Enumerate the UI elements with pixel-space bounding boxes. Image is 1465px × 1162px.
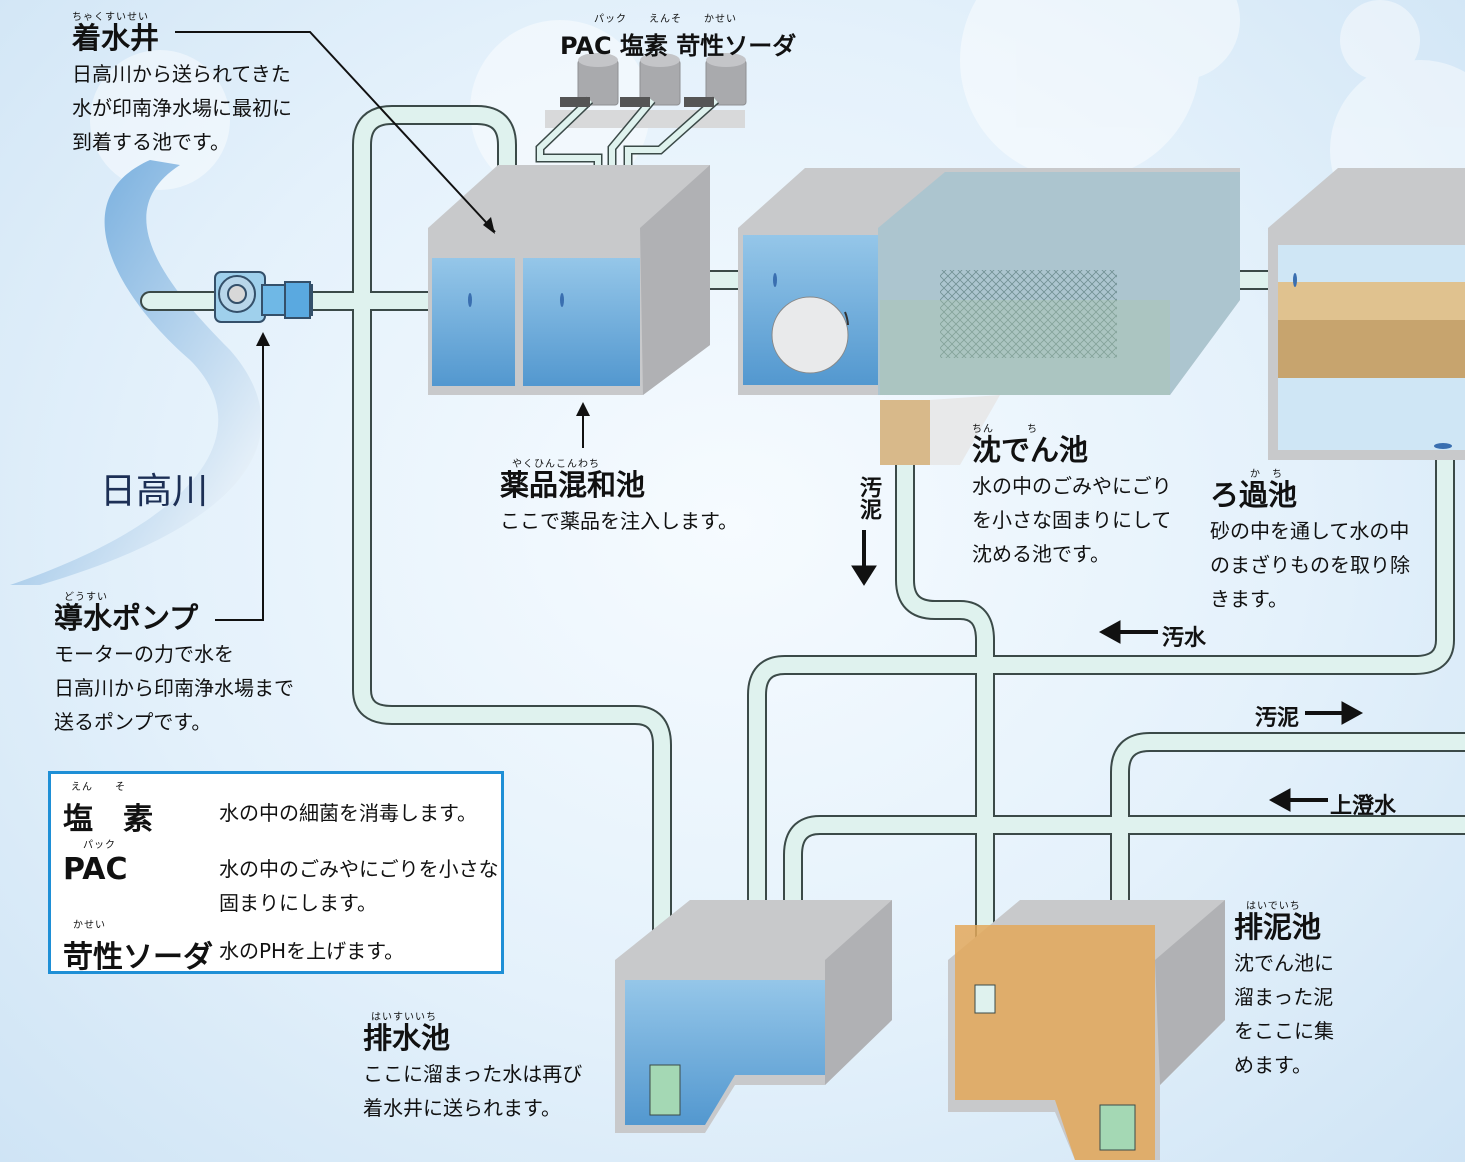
sedimentation-tank bbox=[738, 168, 1240, 465]
sedimentation-desc-line: 水の中のごみやにごり bbox=[972, 474, 1172, 498]
chakusuisei-title: 着水井 bbox=[72, 21, 160, 55]
legend-name: PAC bbox=[63, 852, 128, 887]
pump-title: 導水ポンプ bbox=[54, 601, 199, 635]
flow-supernatant: 上澄水 bbox=[1330, 794, 1397, 819]
legend-name: 苛性ソーダ bbox=[63, 940, 213, 975]
chakusuisei-desc-line: 到着する池です。 bbox=[72, 130, 230, 154]
sludge-desc-line: 溜まった泥 bbox=[1234, 985, 1334, 1009]
arrowheads bbox=[256, 217, 590, 416]
mixing-tank bbox=[428, 165, 710, 395]
legend-text: 水のPHを上げます。 bbox=[219, 939, 405, 963]
drainage-desc-line: ここに溜まった水は再び bbox=[363, 1062, 583, 1086]
mixing-desc-line: ここで薬品を注入します。 bbox=[500, 509, 738, 533]
filter-title: ろ過池 bbox=[1210, 478, 1298, 512]
label-chakusuisei: ちゃくすいせい 着水井 日高川から送られてきた 水が印南浄水場に最初に 到着する… bbox=[72, 8, 292, 159]
pump-desc-line: モーターの力で水を bbox=[54, 642, 234, 666]
legend-text: 水の中の細菌を消毒します。 bbox=[219, 801, 477, 825]
label-drainage: はいすいいち 排水池 ここに溜まった水は再び 着水井に送られます。 bbox=[363, 1008, 582, 1125]
sludge-tank bbox=[948, 900, 1225, 1160]
river bbox=[10, 160, 262, 585]
mixing-title: 薬品混和池 bbox=[500, 468, 646, 502]
label-filter: か ち ろ過池 砂の中を通して水の中 のまざりものを取り除 きます。 bbox=[1210, 465, 1410, 616]
legend-text: 水の中のごみやにごりを小さな固まりにします。 bbox=[219, 857, 499, 915]
flow-arrows bbox=[851, 530, 1364, 812]
chemicals-header-text: PAC 塩素 苛性ソーダ bbox=[560, 32, 797, 60]
filter-desc-line: きます。 bbox=[1210, 587, 1288, 611]
pump-desc-line: 送るポンプです。 bbox=[54, 710, 212, 734]
sludge-desc-line: をここに集 bbox=[1234, 1019, 1334, 1043]
drainage-tank bbox=[615, 900, 892, 1133]
sludge-title: 排泥池 bbox=[1234, 910, 1322, 944]
label-sludge: はいでいち 排泥池 沈でん池に 溜まった泥 をここに集 めます。 bbox=[1234, 897, 1334, 1082]
intake-pump bbox=[214, 271, 313, 323]
label-mixing: やくひんこんわち 薬品混和池 ここで薬品を注入します。 bbox=[500, 455, 738, 538]
sedimentation-desc-line: を小さな固まりにして bbox=[972, 508, 1172, 532]
flow-waste-water: 汚水 bbox=[1162, 626, 1207, 651]
filter-desc-line: 砂の中を通して水の中 bbox=[1210, 519, 1410, 543]
filter-desc-line: のまざりものを取り除 bbox=[1210, 553, 1410, 577]
filter-tank bbox=[1268, 168, 1465, 460]
chemical-legend: えん そ 塩 素 水の中の細菌を消毒します。 パック PAC 水の中のごみやにご… bbox=[48, 771, 504, 975]
chemicals-header: パック えんそ かせい PAC 塩素 苛性ソーダ bbox=[560, 14, 797, 60]
sedimentation-desc-line: 沈める池です。 bbox=[972, 542, 1110, 566]
label-pump: どうすい 導水ポンプ モーターの力で水を 日高川から印南浄水場まで 送るポンプで… bbox=[54, 588, 294, 739]
sludge-desc-line: 沈でん池に bbox=[1234, 951, 1334, 975]
sedimentation-title: 沈でん池 bbox=[972, 433, 1089, 467]
legend-item-caustic-soda: かせい 苛性ソーダ bbox=[63, 920, 213, 975]
flow-sludge-right: 汚泥 bbox=[1255, 706, 1300, 731]
drainage-title: 排水池 bbox=[363, 1021, 451, 1055]
drainage-desc-line: 着水井に送られます。 bbox=[363, 1096, 561, 1120]
legend-item-chlorine: えん そ 塩 素 bbox=[63, 782, 153, 837]
river-label: 日高川 bbox=[100, 471, 209, 512]
chakusuisei-desc-line: 水が印南浄水場に最初に bbox=[72, 96, 292, 120]
legend-item-pac: パック PAC bbox=[63, 840, 128, 887]
sludge-desc-line: めます。 bbox=[1234, 1053, 1312, 1077]
chakusuisei-desc-line: 日高川から送られてきた bbox=[72, 62, 291, 86]
label-sedimentation: ちん ち 沈でん池 水の中のごみやにごり を小さな固まりにして 沈める池です。 bbox=[972, 420, 1172, 571]
legend-name: 塩 素 bbox=[63, 802, 153, 837]
flow-sludge-down: 汚泥 bbox=[856, 476, 881, 520]
pump-desc-line: 日高川から印南浄水場まで bbox=[54, 676, 294, 700]
